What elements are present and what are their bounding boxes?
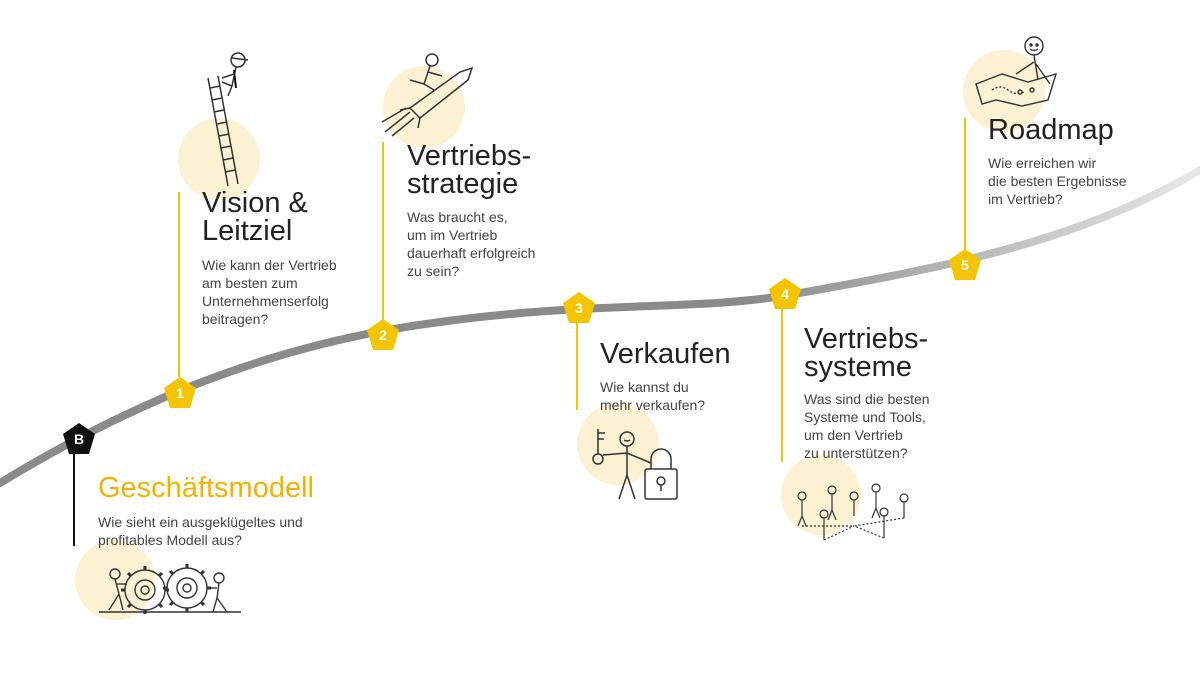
step-title: Vertriebs- strategie bbox=[407, 140, 532, 200]
step-title: Geschäftsmodell bbox=[98, 472, 314, 504]
step-badge-label: 3 bbox=[575, 300, 583, 316]
step-connector bbox=[178, 192, 180, 377]
ladder-icon bbox=[207, 52, 249, 187]
network-icon bbox=[797, 483, 909, 541]
gears-icon bbox=[99, 564, 241, 614]
step-badge-start: B bbox=[62, 422, 96, 456]
step-connector bbox=[964, 118, 966, 253]
step-description: Wie kannst du mehr verkaufen? bbox=[600, 379, 706, 413]
step-connector bbox=[781, 305, 783, 462]
step-badge-1: 1 bbox=[163, 376, 197, 410]
hexagon-shape bbox=[367, 319, 399, 350]
step-badge-label: B bbox=[73, 431, 85, 447]
hexagon-shape bbox=[164, 377, 196, 408]
step-connector bbox=[73, 450, 75, 546]
hexagon-shape bbox=[949, 249, 981, 280]
illustration-backdrop bbox=[178, 118, 260, 200]
step-badge-label: 5 bbox=[961, 257, 969, 273]
step-badge-2: 2 bbox=[366, 318, 400, 352]
step-title: Vertriebs- systeme bbox=[804, 323, 929, 383]
step-description: Was sind die besten Systeme und Tools, u… bbox=[804, 391, 930, 461]
key-lock-icon bbox=[592, 429, 678, 500]
hexagon-shape bbox=[563, 292, 595, 323]
step-badge-label: 2 bbox=[379, 327, 387, 343]
step-badge-label: 1 bbox=[176, 385, 184, 401]
step-title: Roadmap bbox=[988, 114, 1114, 146]
map-icon bbox=[975, 36, 1058, 107]
step-title: Vision & Leitziel bbox=[202, 187, 308, 247]
hexagon-shape bbox=[63, 423, 95, 454]
step-connector bbox=[576, 322, 578, 410]
hexagon-shape bbox=[769, 278, 801, 309]
step-description: Was braucht es, um im Vertrieb dauerhaft… bbox=[407, 209, 536, 279]
rocket-icon bbox=[381, 53, 474, 137]
illustration-backdrop bbox=[781, 455, 861, 535]
step-badge-3: 3 bbox=[562, 291, 596, 325]
step-connector bbox=[382, 142, 384, 322]
step-badge-5: 5 bbox=[948, 248, 982, 282]
step-title: Verkaufen bbox=[600, 338, 731, 370]
step-description: Wie erreichen wir die besten Ergebnisse … bbox=[988, 155, 1127, 207]
step-badge-4: 4 bbox=[768, 277, 802, 311]
step-description: Wie sieht ein ausgeklügeltes und profita… bbox=[98, 514, 303, 548]
step-description: Wie kann der Vertrieb am besten zum Unte… bbox=[202, 257, 337, 327]
illustration-backdrop bbox=[383, 66, 465, 148]
step-badge-label: 4 bbox=[781, 286, 789, 302]
